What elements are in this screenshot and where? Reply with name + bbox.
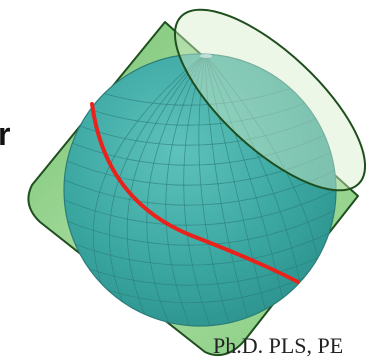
credit-label: Ph.D. PLS, PE xyxy=(213,333,344,358)
pole-highlight xyxy=(200,54,212,58)
globe-sphere xyxy=(63,53,337,327)
cylinder-top-cap xyxy=(173,8,367,192)
graticule xyxy=(64,54,336,326)
cropped-label-fragment: r xyxy=(0,116,11,152)
tangent-great-circle xyxy=(90,102,300,284)
